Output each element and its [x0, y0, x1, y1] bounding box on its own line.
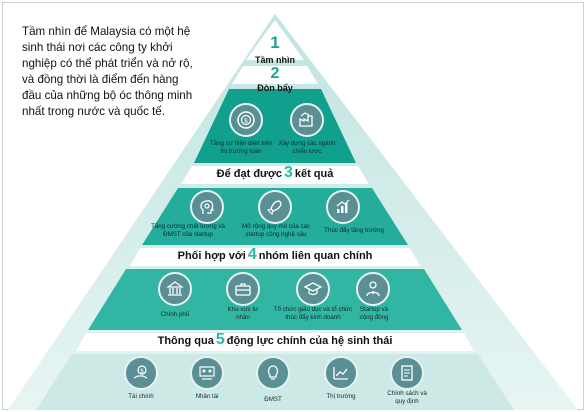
tier-groups-band	[130, 248, 420, 266]
tier-drivers-band	[76, 333, 474, 351]
lever-item: Tăng sự hiện diện trên thị trường toàn	[209, 140, 273, 155]
group-item: Startup và cộng đồng	[359, 306, 389, 321]
rocket-icon	[258, 190, 292, 224]
driver-item: Chính sách và quy định	[387, 390, 427, 405]
tier-outcomes-band	[181, 166, 369, 184]
vision-description: Tầm nhìn để Malaysia có một hệ sinh thái…	[22, 25, 193, 118]
group-item: Chính phủ	[160, 311, 190, 318]
group-item: Khu vực tư nhân	[227, 306, 259, 321]
tier-levers-label: Đòn bẩy	[257, 83, 293, 93]
people-network-icon	[190, 356, 224, 390]
outcomes-number: 3	[283, 164, 293, 181]
lightbulb-icon	[256, 356, 290, 390]
tier-vision-number: 1	[270, 33, 280, 52]
policy-document-icon	[390, 356, 424, 390]
market-chart-icon	[324, 356, 358, 390]
target-dollar-icon: $	[229, 103, 263, 137]
outcome-item: Mở rộng quy mô của các startup công nghệ…	[241, 223, 311, 238]
groups-prefix: Phối hợp với	[177, 250, 246, 262]
outcomes-suffix: kết quả	[294, 168, 334, 180]
drivers-suffix: động lực chính của hệ sinh thái	[226, 335, 393, 347]
lever-item: Xây dựng các ngành chiến lược	[278, 140, 336, 155]
briefcase-icon	[226, 272, 260, 306]
driver-item: ĐMST	[264, 396, 282, 403]
tier-vision-label: Tầm nhìn	[255, 55, 295, 65]
coin-hand-icon: $	[124, 356, 158, 390]
outcomes-prefix: Để đạt được	[216, 168, 282, 180]
group-item: Tổ chức giáo dục và tổ chức thúc đẩy kin…	[273, 306, 353, 321]
driver-item: Thị trường	[326, 393, 356, 400]
drivers-number: 5	[215, 331, 225, 348]
tier-vision-shape	[246, 20, 304, 60]
businessman-icon	[356, 272, 390, 306]
head-gears-icon	[190, 190, 224, 224]
tier-levers-number: 2	[270, 65, 280, 82]
driver-item: Nhân tài	[195, 393, 219, 400]
graduation-cap-icon	[296, 272, 330, 306]
outcome-item: Thúc đẩy tăng trưởng	[324, 227, 384, 234]
factory-chart-icon	[290, 103, 324, 137]
svg-text:$: $	[140, 368, 144, 375]
drivers-prefix: Thông qua	[157, 335, 214, 347]
outcome-item: Tăng cường chất lượng và ĐMST của startu…	[151, 223, 225, 238]
growth-chart-icon	[326, 190, 360, 224]
tier-levers-band	[232, 66, 318, 84]
driver-item: Tài chính	[128, 393, 154, 400]
groups-suffix: nhóm liên quan chính	[258, 250, 373, 262]
government-building-icon	[158, 272, 192, 306]
svg-text:$: $	[244, 117, 248, 125]
groups-number: 4	[247, 246, 257, 263]
